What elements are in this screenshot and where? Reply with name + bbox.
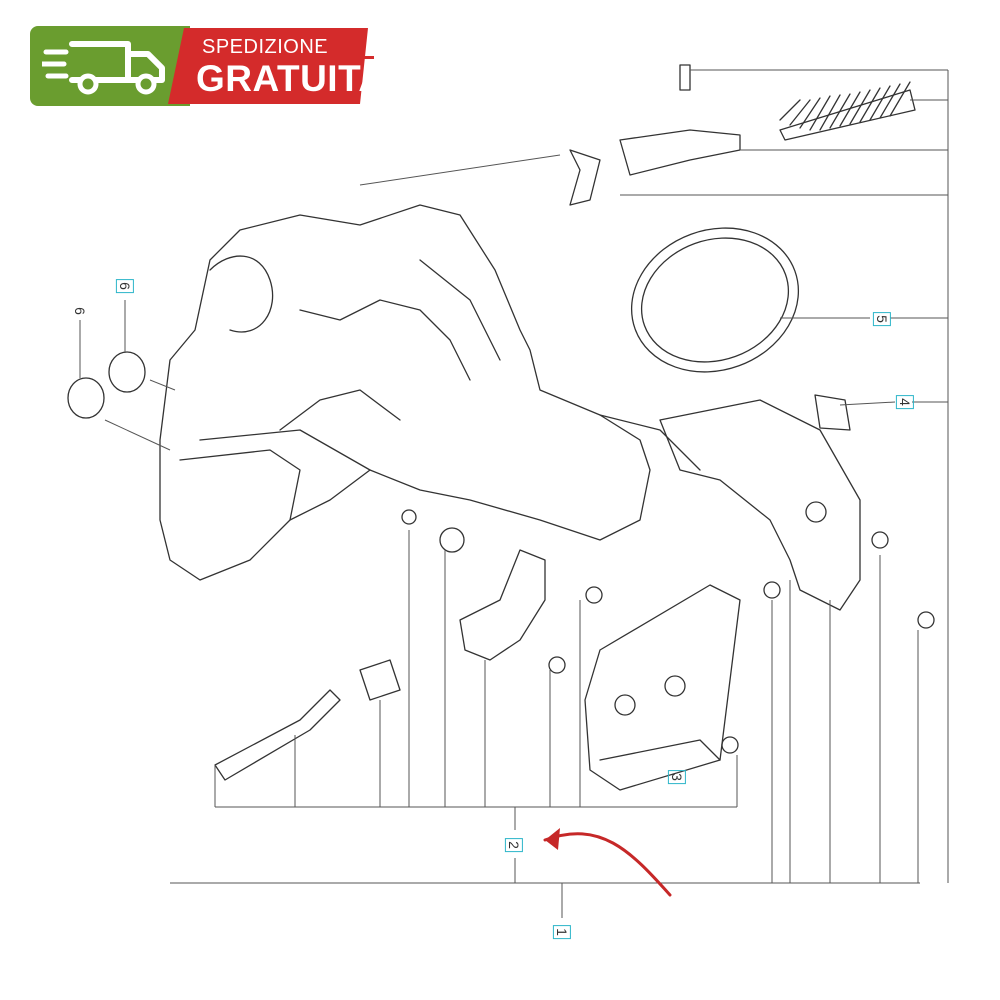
callout-2: 2	[504, 838, 523, 852]
badge-dash	[352, 56, 374, 59]
callout-6-boxed: 6	[115, 279, 134, 293]
callout-1: 1	[552, 925, 571, 939]
badge-red-panel	[168, 28, 368, 104]
callout-5: 5	[872, 312, 891, 326]
free-shipping-badge: SPEDIZIONE GRATUITA	[30, 26, 385, 106]
callout-6: 6	[71, 307, 88, 315]
brake-band	[630, 227, 800, 373]
callout-4: 4	[895, 395, 914, 409]
badge-line-2: GRATUITA	[196, 58, 386, 99]
spring	[779, 81, 911, 131]
badge-line-1: SPEDIZIONE	[202, 36, 329, 58]
badge-dash	[322, 45, 344, 48]
chain-guard-plate	[584, 584, 741, 791]
highlight-arrow	[543, 832, 672, 897]
callout-3: 3	[667, 770, 686, 784]
clutch-cover-body	[159, 204, 651, 581]
truck-icon	[42, 41, 165, 95]
